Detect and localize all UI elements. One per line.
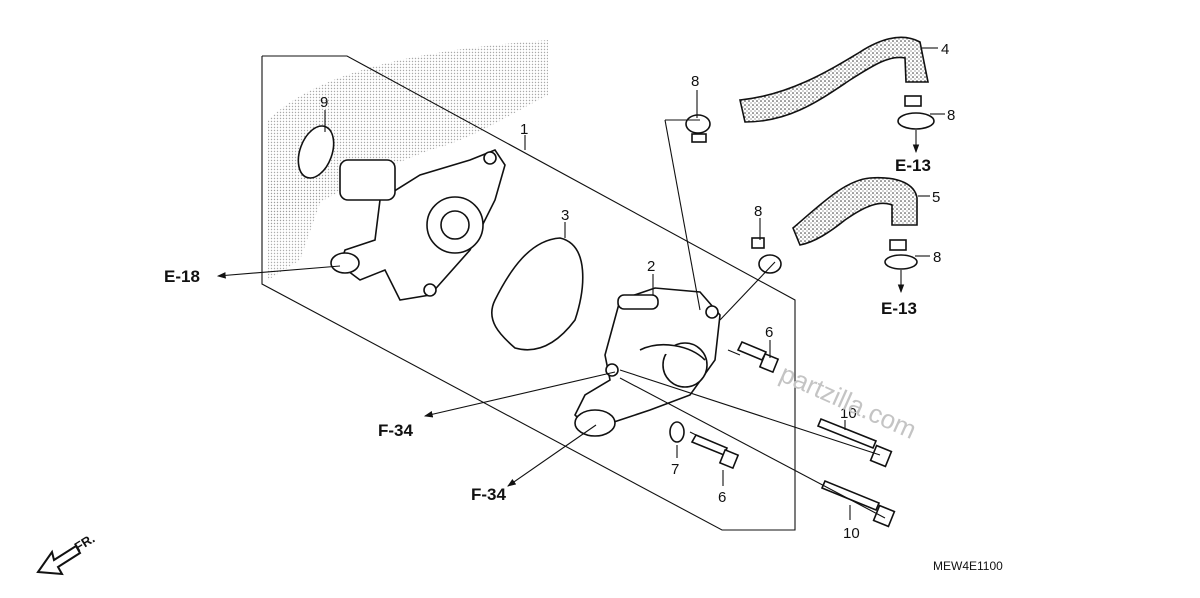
leader-lines [324,47,945,520]
diagram-code: MEW4E1100 [933,559,1003,573]
f34-arrow [423,371,616,418]
water-pump-cover [330,149,506,301]
callout-2: 2 [647,258,655,275]
water-pump-body [574,287,721,437]
hose-4 [739,36,929,123]
front-arrow-icon [36,544,82,576]
callout-10: 10 [840,405,857,422]
callout-9: 9 [320,94,328,111]
hose-clamp [751,237,782,274]
washer [669,421,685,443]
callout-6: 6 [718,489,726,506]
ref-f34: F-34 [378,421,414,440]
assembly-frame [261,55,796,531]
callout-3: 3 [561,207,569,224]
f34-arrow [507,424,597,487]
front-direction-indicator: FR. [36,531,97,576]
ref-f34: F-34 [471,485,507,504]
ref-e18: E-18 [164,267,200,286]
gasket [490,237,584,351]
callout-1: 1 [520,121,528,138]
ref-e13: E-13 [881,299,917,318]
bolt-6 [736,340,780,374]
ref-e13: E-13 [895,156,931,175]
e18-arrow [216,265,341,279]
hose-5 [792,176,918,246]
bolt-10 [820,479,896,528]
callout-6: 6 [765,324,773,341]
bolt-10 [816,417,893,468]
engine-case-shading-lower [268,175,330,280]
callout-8: 8 [691,73,699,90]
callout-5: 5 [932,189,940,206]
hose-clamp [685,114,711,143]
callout-8: 8 [947,107,955,124]
callout-8: 8 [933,249,941,266]
callout-8: 8 [754,203,762,220]
callout-4: 4 [941,41,949,58]
callout-10: 10 [843,525,860,542]
hose-clamp [897,95,935,130]
bolt-6 [690,433,740,470]
engine-case-shading [268,40,548,230]
callout-7: 7 [671,461,679,478]
hose-clamp [884,239,918,270]
